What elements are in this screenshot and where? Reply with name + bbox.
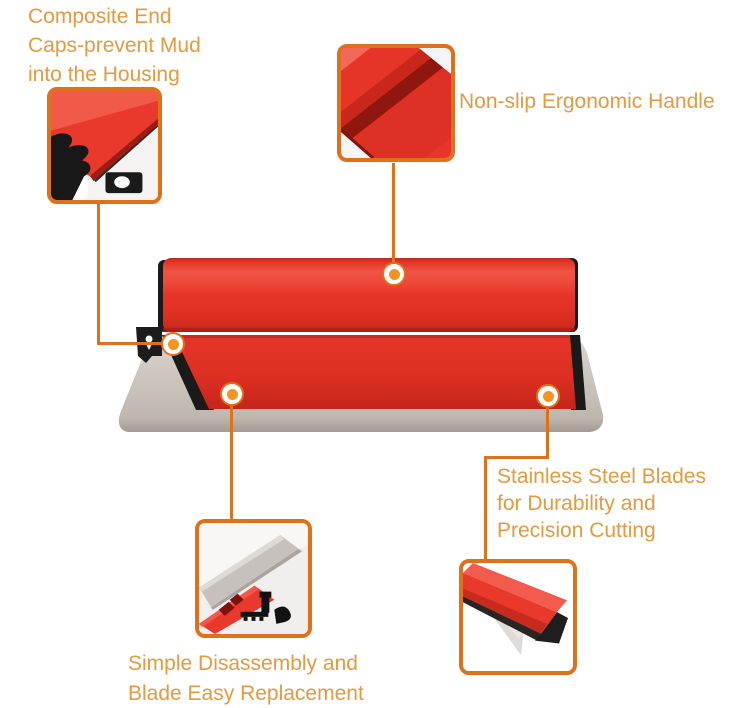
connector-line-handle [392, 163, 395, 263]
skimming-blade-product-photo [118, 258, 604, 432]
callout-text-handle: Non-slip Ergonomic Handle [459, 90, 715, 113]
connector-line-blades-vertical [546, 408, 549, 459]
end-cap-closeup [51, 91, 158, 200]
connector-line-blades-drop [484, 456, 487, 560]
connector-line-endcap-horizontal [97, 342, 163, 345]
marker-dot-icon [167, 338, 179, 350]
callout-text-end-caps: Composite End Caps-prevent Mud into the … [28, 2, 201, 89]
housing-seam [174, 335, 570, 338]
hotspot-marker-handle [382, 262, 406, 286]
blade-closeup [463, 563, 573, 671]
hotspot-marker-endcap [161, 332, 185, 356]
callout-line: Blade Easy Replacement [128, 682, 364, 705]
inset-handle-photo [337, 44, 455, 162]
callout-line: into the Housing [28, 63, 180, 86]
blade-housing [174, 335, 576, 409]
ergonomic-handle [163, 258, 575, 332]
inset-blade-photo [459, 559, 577, 675]
disassembly-closeup [199, 523, 308, 634]
callout-text-blades: Stainless Steel Blades for Durability an… [497, 463, 706, 544]
callout-line: Caps-prevent Mud [28, 34, 201, 57]
marker-dot-icon [388, 268, 400, 280]
callout-line: for Durability and [497, 492, 656, 515]
callout-text-disassembly: Simple Disassembly and Blade Easy Replac… [128, 649, 364, 708]
connector-line-blades-horizontal [484, 456, 549, 459]
handle-closeup [341, 48, 451, 158]
callout-line: Precision Cutting [497, 519, 656, 542]
handle-shadow [163, 328, 575, 332]
inset-disassembly-photo [195, 519, 312, 638]
marker-dot-icon [226, 388, 238, 400]
hotspot-marker-blades [536, 384, 560, 408]
inset-end-cap-photo [47, 87, 162, 204]
callout-line: Simple Disassembly and [128, 652, 358, 675]
callout-line: Composite End [28, 5, 172, 28]
connector-line-endcap-vertical [97, 204, 100, 344]
callout-line: Stainless Steel Blades [497, 465, 706, 488]
connector-line-disassembly [230, 406, 233, 520]
hotspot-marker-disassembly [220, 382, 244, 406]
marker-dot-icon [542, 390, 554, 402]
